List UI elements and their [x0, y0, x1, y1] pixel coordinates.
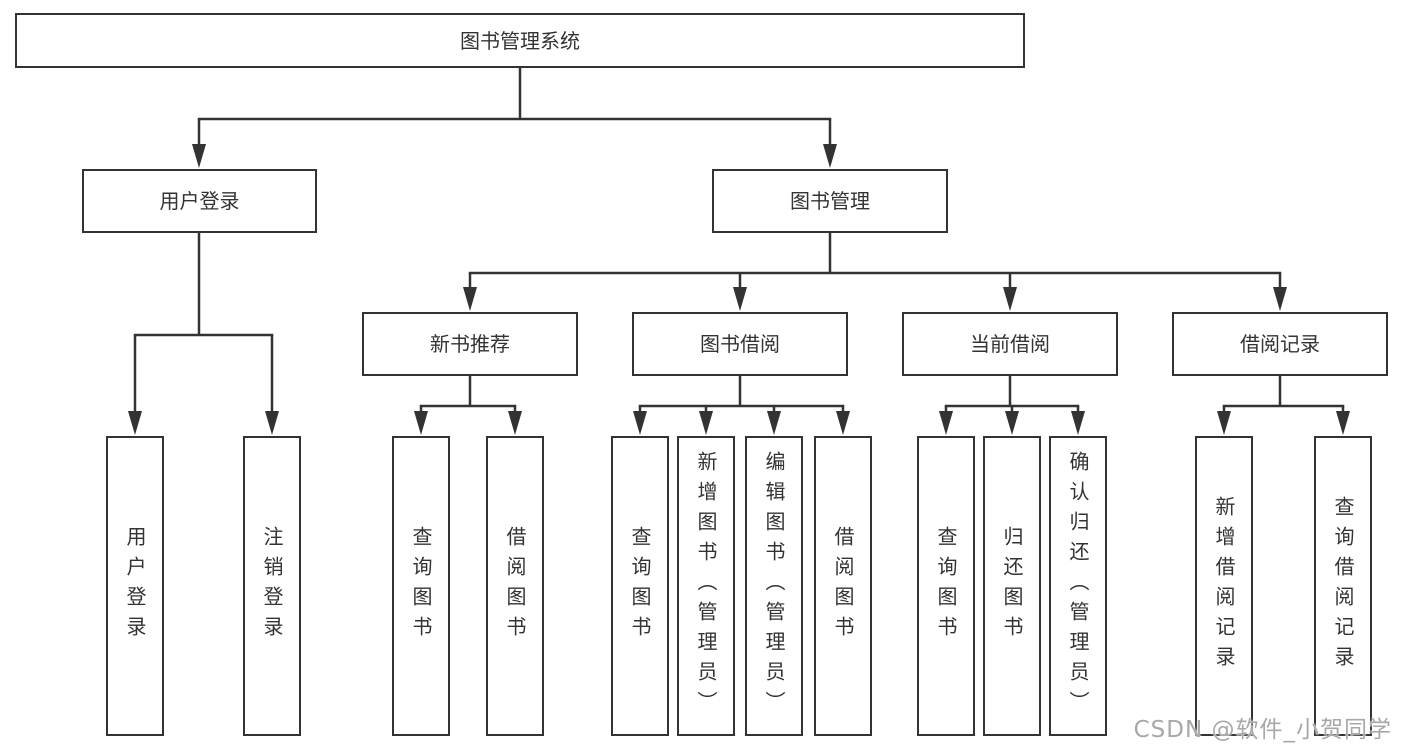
leaf-query-books-recommend: 查询图书 — [392, 436, 450, 736]
node-library-management-system: 图书管理系统 — [15, 13, 1025, 68]
leaf-label: 新增借阅记录 — [1212, 496, 1236, 676]
leaf-query-borrow-record: 查询借阅记录 — [1314, 436, 1372, 736]
leaf-label: 新增图书（管理员） — [694, 451, 718, 721]
leaf-query-books-borrow: 查询图书 — [611, 436, 669, 736]
leaf-edit-book-admin: 编辑图书（管理员） — [745, 436, 803, 736]
leaf-label: 编辑图书（管理员） — [762, 451, 786, 721]
leaf-logout: 注销登录 — [243, 436, 301, 736]
node-new-book-recommend: 新书推荐 — [362, 312, 578, 376]
leaf-label: 查询借阅记录 — [1331, 496, 1355, 676]
leaf-label: 用户登录 — [123, 526, 147, 646]
leaf-borrow-books-recommend: 借阅图书 — [486, 436, 544, 736]
leaf-borrow-books: 借阅图书 — [814, 436, 872, 736]
leaf-label: 确认归还（管理员） — [1066, 451, 1090, 721]
node-user-login: 用户登录 — [82, 169, 317, 233]
leaf-label: 借阅图书 — [503, 526, 527, 646]
leaf-add-book-admin: 新增图书（管理员） — [677, 436, 735, 736]
leaf-label: 查询图书 — [934, 526, 958, 646]
node-book-borrow: 图书借阅 — [632, 312, 848, 376]
leaf-label: 借阅图书 — [831, 526, 855, 646]
leaf-confirm-return-admin: 确认归还（管理员） — [1049, 436, 1107, 736]
leaf-label: 注销登录 — [260, 526, 284, 646]
node-current-borrow: 当前借阅 — [902, 312, 1118, 376]
leaf-label: 归还图书 — [1000, 526, 1024, 646]
leaf-label: 查询图书 — [409, 526, 433, 646]
leaf-user-login: 用户登录 — [106, 436, 164, 736]
csdn-watermark: CSDN @软件_小贺同学 — [1133, 717, 1392, 743]
leaf-label: 查询图书 — [628, 526, 652, 646]
leaf-return-book: 归还图书 — [983, 436, 1041, 736]
leaf-add-borrow-record: 新增借阅记录 — [1195, 436, 1253, 736]
node-book-management: 图书管理 — [712, 169, 948, 233]
leaf-query-books-current: 查询图书 — [917, 436, 975, 736]
node-borrow-records: 借阅记录 — [1172, 312, 1388, 376]
